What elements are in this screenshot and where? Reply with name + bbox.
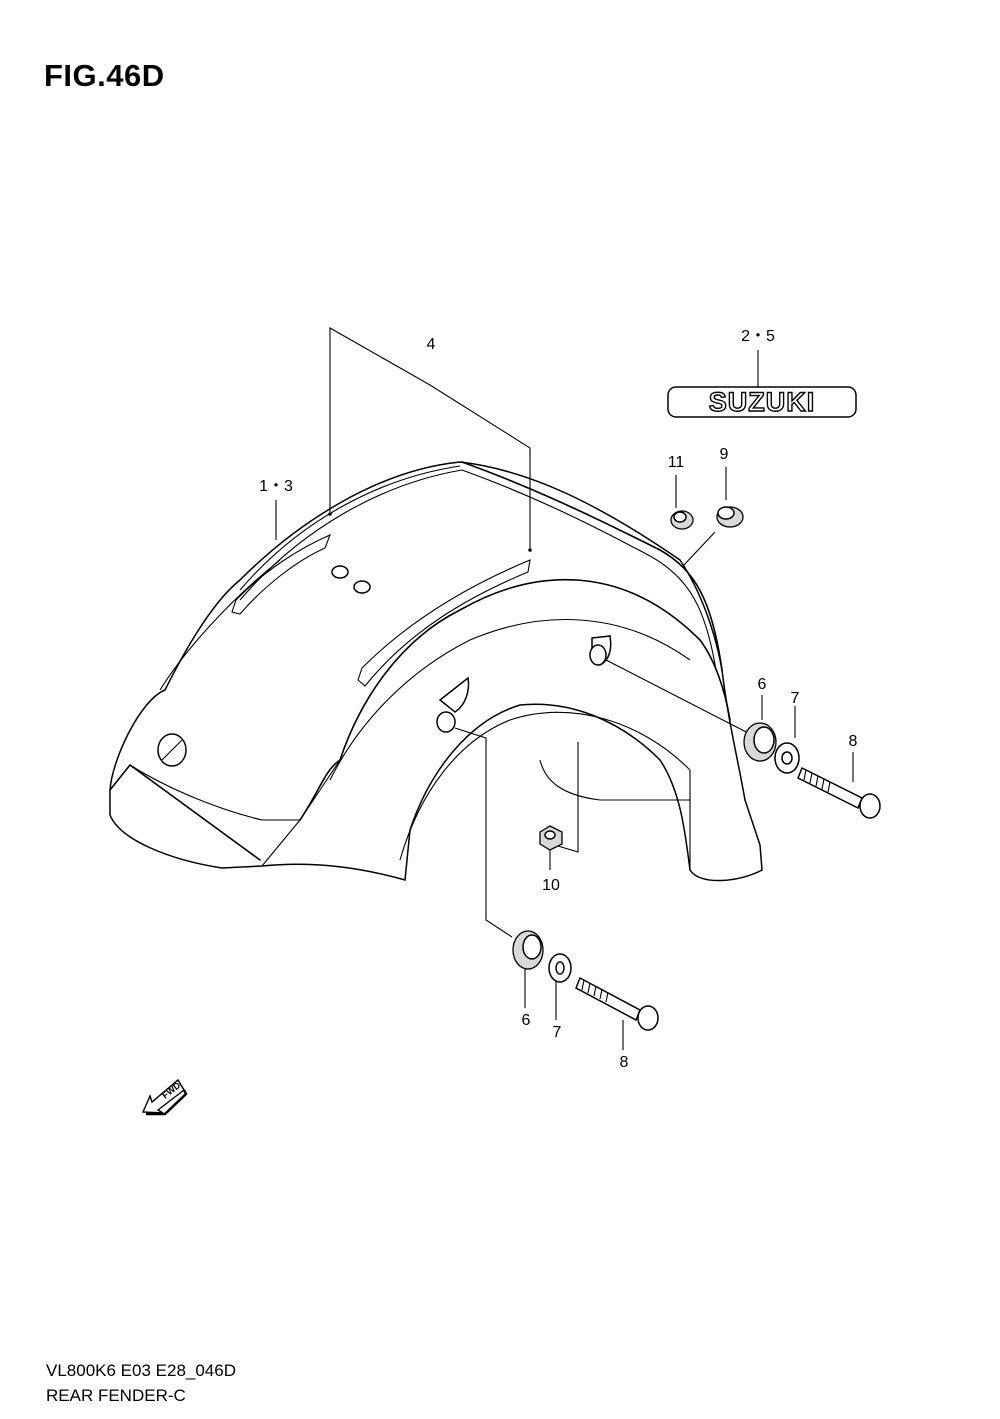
grommet-9 bbox=[716, 506, 744, 528]
callout-11: 11 bbox=[668, 454, 685, 471]
callout-6-right: 6 bbox=[758, 676, 767, 693]
callout-7-right: 7 bbox=[791, 690, 800, 707]
callout-1-3: 1・3 bbox=[259, 478, 293, 495]
part-group-name: REAR FENDER-C bbox=[46, 1386, 186, 1405]
callout-labels: 4 1・3 2・5 11 9 6 7 8 10 6 7 8 bbox=[259, 328, 857, 1071]
figure-title: FIG.46D bbox=[44, 58, 165, 93]
bolt-8-right bbox=[797, 766, 881, 819]
callout-6-lower: 6 bbox=[522, 1012, 531, 1029]
suzuki-emblem: SUZUKI bbox=[667, 386, 857, 418]
callout-4: 4 bbox=[427, 336, 436, 353]
bolt-8-lower bbox=[575, 976, 659, 1031]
fwd-arrow-icon: FWD bbox=[141, 1078, 188, 1116]
washer-7-lower bbox=[548, 953, 572, 983]
callout-8-lower: 8 bbox=[620, 1054, 629, 1071]
rear-fender bbox=[109, 461, 763, 882]
emblem-text: SUZUKI bbox=[709, 387, 816, 417]
callout-7-lower: 7 bbox=[553, 1024, 562, 1041]
callout-9: 9 bbox=[720, 446, 729, 463]
model-code: VL800K6 E03 E28_046D bbox=[46, 1361, 236, 1380]
grommet-11 bbox=[670, 510, 694, 530]
cushion-6-lower bbox=[512, 930, 544, 970]
washer-7-right bbox=[774, 742, 800, 774]
callout-8-right: 8 bbox=[849, 733, 858, 750]
cushion-6-right bbox=[743, 722, 777, 762]
callout-10: 10 bbox=[542, 877, 560, 894]
leader-lines bbox=[275, 327, 854, 1050]
callout-2-5: 2・5 bbox=[741, 328, 775, 345]
nut-10 bbox=[539, 825, 563, 851]
